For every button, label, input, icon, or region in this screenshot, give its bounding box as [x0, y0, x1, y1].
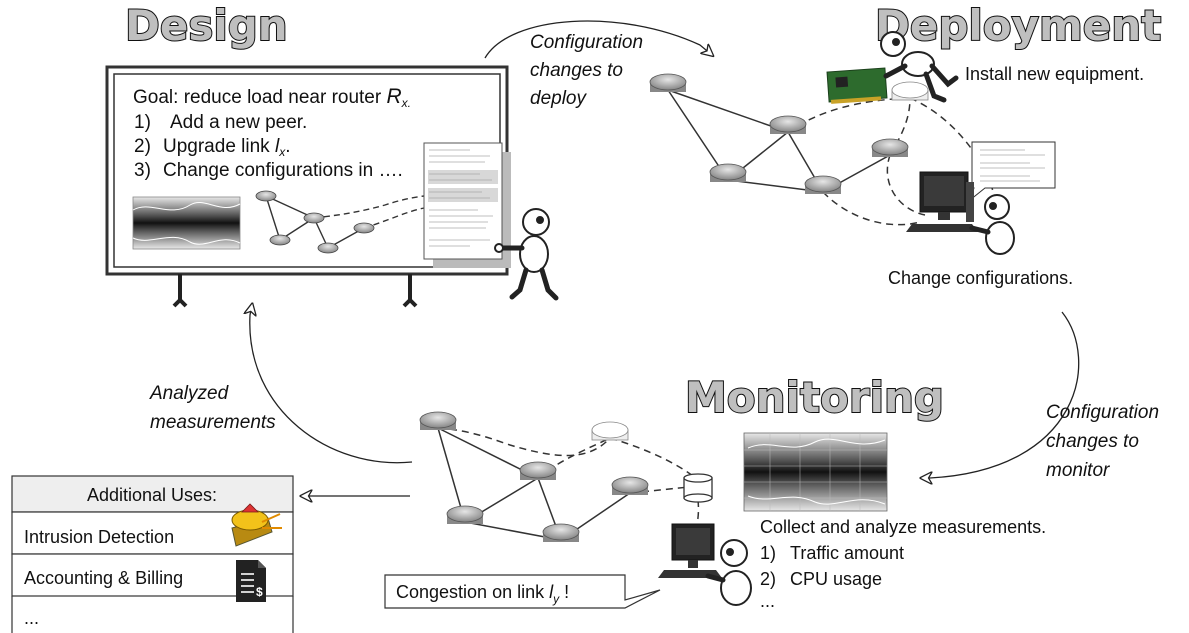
design-mini-routers: [255, 190, 375, 254]
monitor-item-2: 2)CPU usage: [760, 569, 882, 589]
monitoring-computer-icon: [658, 523, 722, 578]
board-leg-left: [172, 274, 188, 308]
install-label: Install new equipment.: [965, 64, 1144, 84]
robot-presenter-icon: [494, 208, 559, 301]
deployment-computer-icon: [906, 171, 978, 232]
config-speech-bubble: [968, 141, 1056, 202]
alarm-siren-icon: [231, 503, 282, 547]
arrow-label-to-deploy: Configuration changes to deploy: [530, 32, 648, 109]
design-step-2: 2)Upgrade link lx.: [134, 136, 290, 159]
monitoring-title: Monitoring: [685, 373, 944, 422]
arrow-design-to-deployment: [484, 20, 712, 59]
congestion-callout: [384, 574, 661, 609]
deployment-routers: [649, 73, 929, 194]
monitoring-traffic-plot: [743, 432, 888, 512]
billing-document-icon: $: [236, 560, 266, 602]
design-step-1: 1)Add a new peer.: [134, 112, 307, 133]
collect-label: Collect and analyze measurements.: [760, 517, 1046, 537]
congestion-text: Congestion on link ly !: [396, 582, 569, 606]
design-title: Design: [125, 1, 288, 50]
design-step-3: 3)Change configurations in ….: [134, 160, 403, 181]
arrow-monitoring-to-design: [250, 305, 413, 464]
deployment-title: Deployment: [875, 1, 1161, 50]
network-card-icon: [826, 67, 888, 104]
uses-header: Additional Uses:: [87, 485, 217, 505]
uses-item-intrusion: Intrusion Detection: [24, 527, 174, 547]
billing-dollar-sign: $: [256, 585, 263, 599]
uses-item-more: ...: [24, 608, 39, 628]
collector-cylinder-icon: [683, 473, 713, 503]
design-traffic-plot: [132, 196, 241, 250]
change-config-label: Change configurations.: [888, 268, 1073, 288]
arrow-label-to-monitor: Configuration changes to monitor: [1046, 402, 1164, 481]
board-leg-right: [402, 274, 418, 308]
design-goal: Goal: reduce load near router Rx.: [133, 85, 411, 110]
robot-operator-monitor-icon: [705, 539, 752, 606]
monitor-item-1: 1)Traffic amount: [760, 543, 904, 563]
robot-installer-icon: [880, 31, 959, 103]
monitoring-routers: [419, 411, 649, 542]
robot-operator-deploy-icon: [969, 194, 1015, 255]
arrow-deployment-to-monitoring: [922, 311, 1080, 478]
uses-item-accounting: Accounting & Billing: [24, 568, 183, 588]
monitor-item-3: ...: [760, 591, 775, 611]
arrow-label-to-design: Analyzed measurements: [149, 383, 276, 433]
